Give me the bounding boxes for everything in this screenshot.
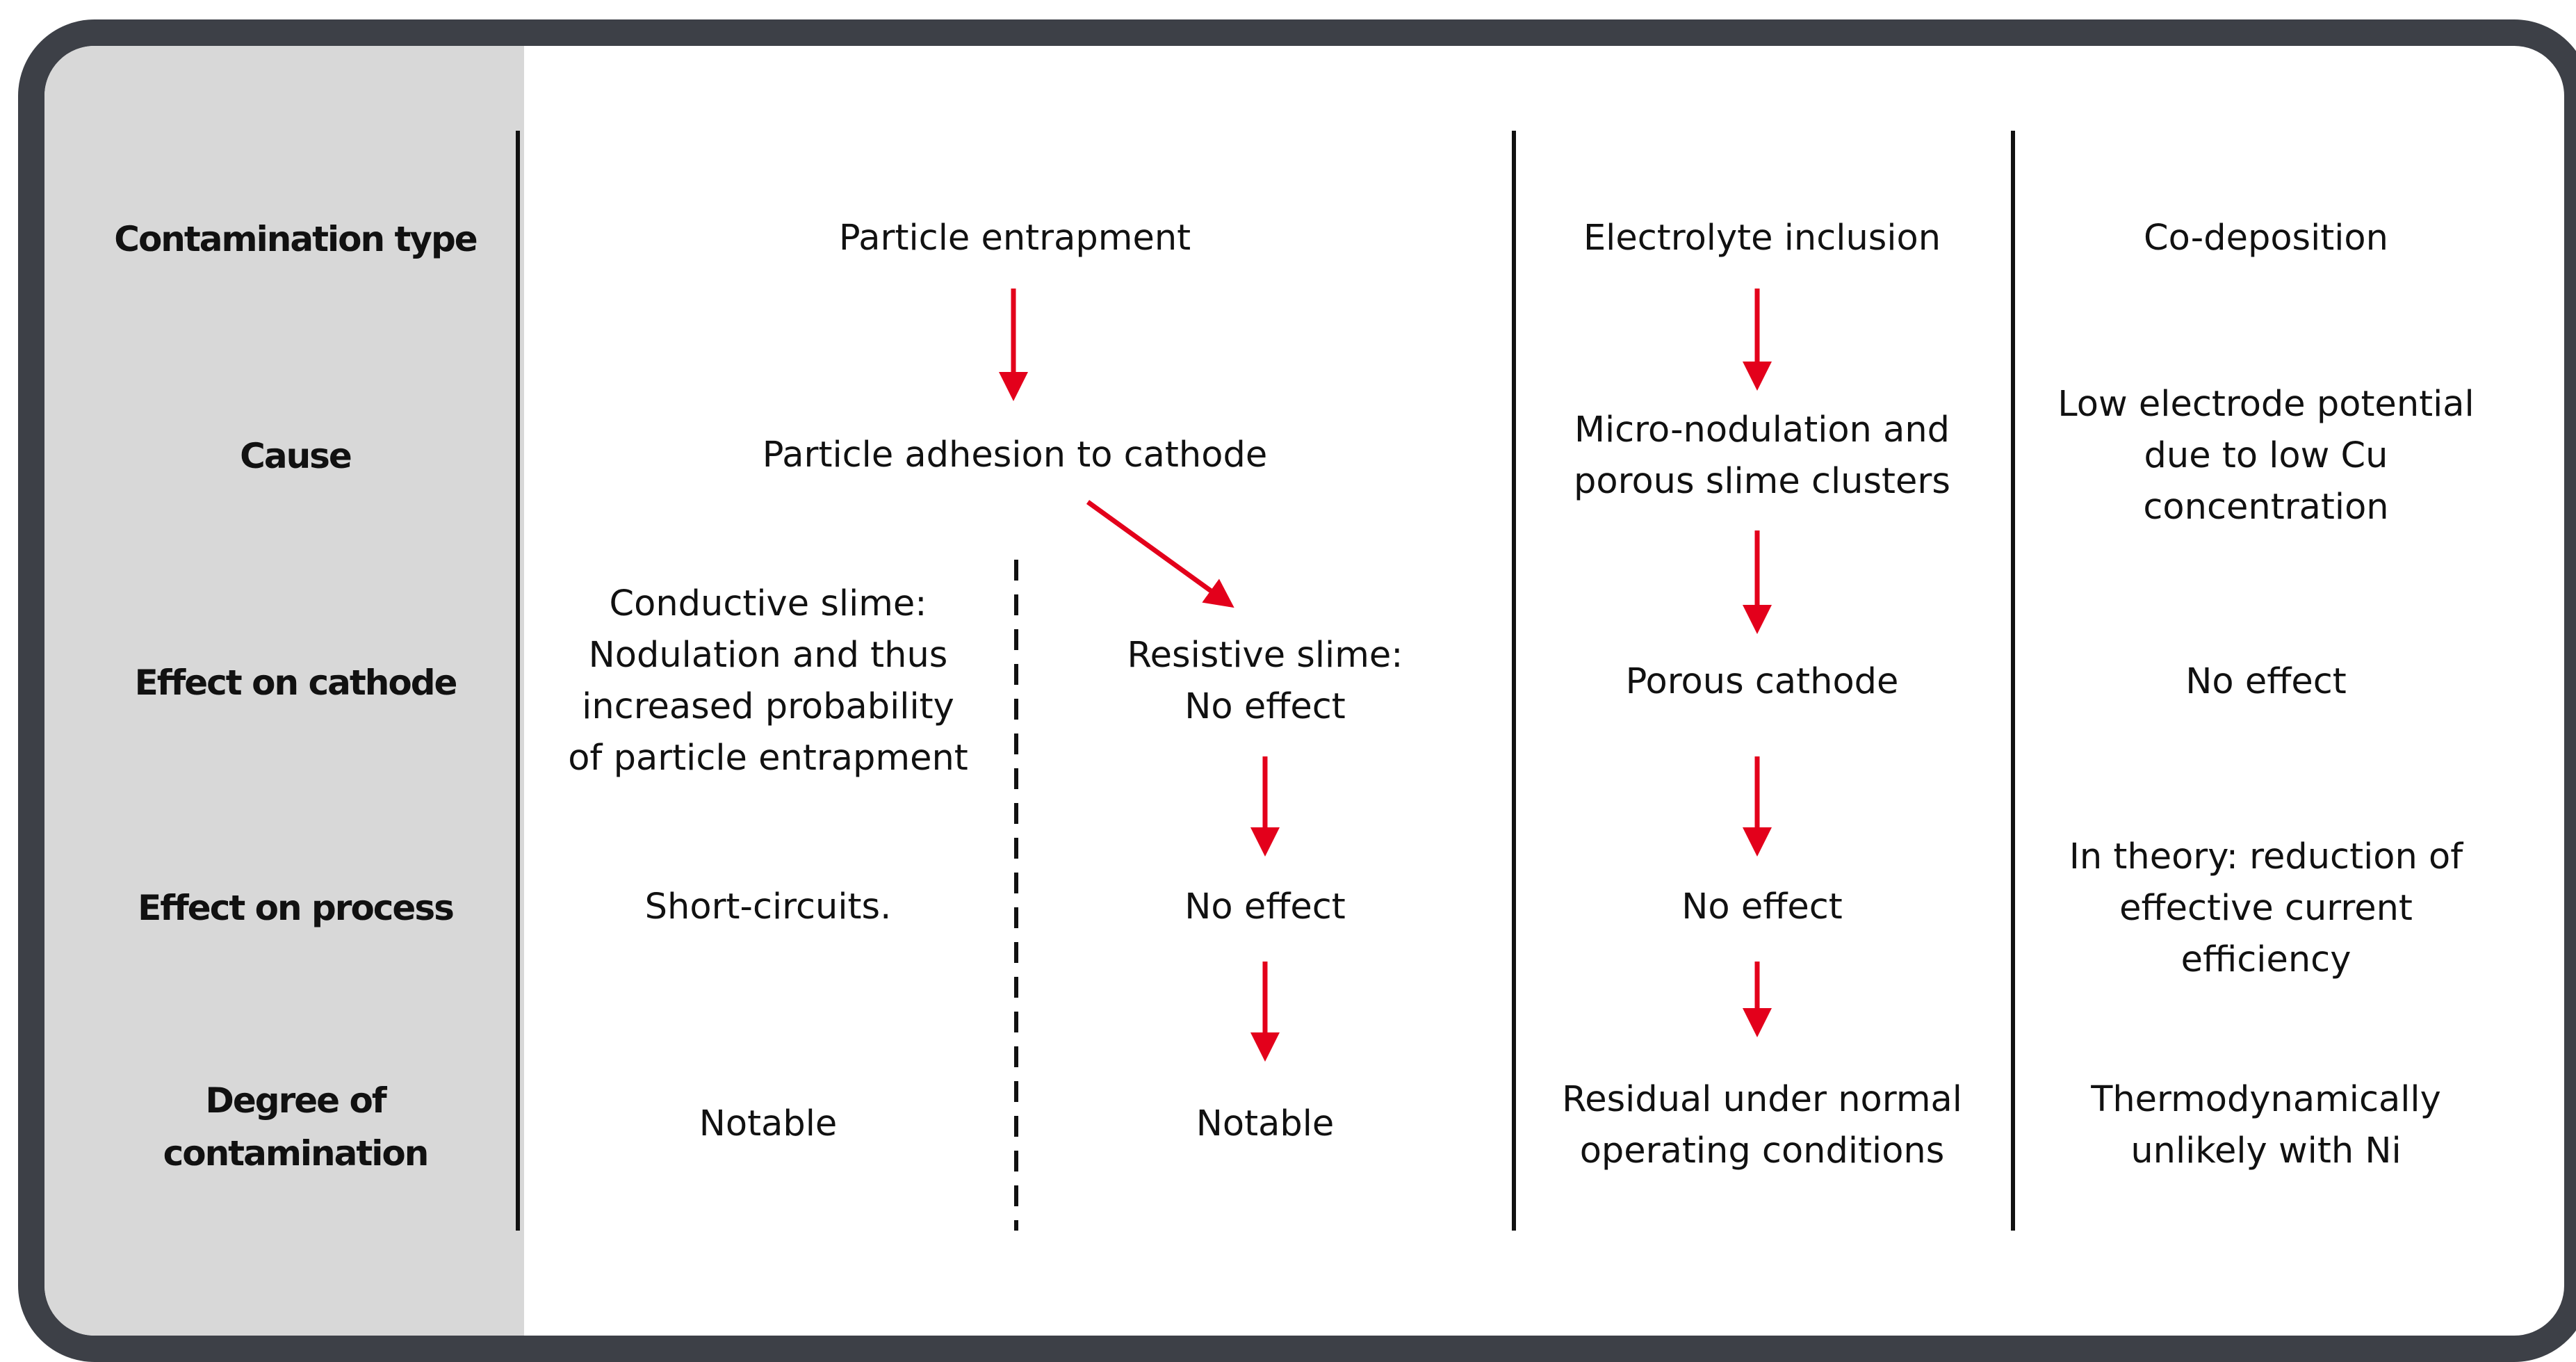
row-label-column: [44, 46, 524, 1336]
conductive-process-effect: Short-circuits.: [644, 886, 892, 927]
resistive-cathode-effect: Resistive slime: No effect: [1127, 635, 1403, 727]
codeposition-cause: Low electrode potential due to low Cu co…: [2057, 384, 2475, 528]
label-effect-on-cathode: Effect on cathode: [134, 663, 458, 703]
conductive-degree: Notable: [699, 1103, 838, 1144]
codeposition-process-effect: In theory: reduction of effective curren…: [2069, 836, 2463, 980]
electrolyte-process-effect: No effect: [1681, 886, 1843, 927]
label-effect-on-process: Effect on process: [138, 888, 455, 928]
codeposition-cathode-effect: No effect: [2185, 661, 2347, 702]
electrolyte-degree: Residual under normal operating conditio…: [1562, 1079, 1962, 1172]
conductive-cathode-effect: Conductive slime: Nodulation and thus in…: [568, 583, 968, 779]
resistive-degree: Notable: [1196, 1103, 1335, 1144]
codeposition-type: Co-deposition: [2144, 218, 2388, 259]
label-cause: Cause: [240, 436, 352, 476]
particle-type: Particle entrapment: [838, 218, 1191, 259]
particle-cause: Particle adhesion to cathode: [762, 435, 1268, 476]
electrolyte-type: Electrolyte inclusion: [1583, 218, 1941, 259]
electrolyte-cathode-effect: Porous cathode: [1625, 661, 1899, 702]
arrow-cause-to-resistive: [1086, 500, 1234, 608]
electrolyte-cause: Micro-nodulation and porous slime cluste…: [1574, 410, 1950, 502]
codeposition-degree: Thermodynamically unlikely with Ni: [2091, 1079, 2441, 1172]
label-contamination-type: Contamination type: [114, 219, 478, 259]
resistive-process-effect: No effect: [1184, 886, 1346, 927]
diagram-frame: [18, 19, 2576, 1362]
